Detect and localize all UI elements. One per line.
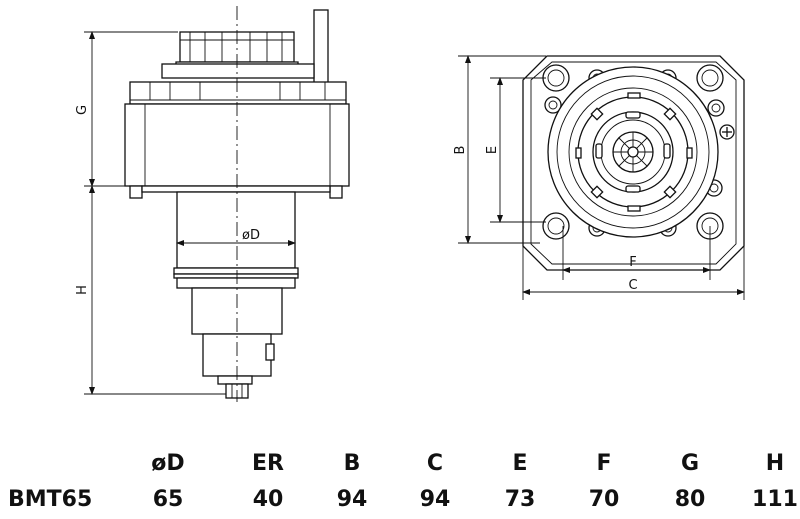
value-e: 73 (505, 487, 536, 512)
table-row: BMT65 65 40 94 94 73 70 80 111 (8, 487, 798, 512)
model-name: BMT65 (8, 487, 92, 512)
collet (592, 111, 674, 193)
label-c: C (628, 278, 637, 293)
value-er: 40 (253, 487, 284, 512)
value-g: 80 (675, 487, 706, 512)
label-od: øD (242, 228, 260, 243)
label-f: F (629, 255, 636, 270)
dim-b: B (453, 55, 546, 244)
dim-g: G (75, 31, 178, 187)
value-od: 65 (153, 487, 184, 512)
shank-body (173, 191, 299, 289)
dim-e: E (485, 77, 546, 223)
value-f: 70 (589, 487, 620, 512)
bolt-holes (542, 64, 724, 240)
dim-h: H (75, 185, 226, 395)
value-c: 94 (420, 487, 451, 512)
locking-pin (313, 9, 329, 87)
value-h: 111 (752, 487, 798, 512)
spec-table: øD ER B C E F G H BMT65 65 40 94 94 73 7… (8, 451, 798, 512)
header-er: ER (252, 451, 284, 476)
dim-f: F (562, 226, 711, 280)
drive-end (202, 333, 275, 399)
dim-c: C (522, 246, 745, 300)
header-e: E (512, 451, 527, 476)
header-g: G (681, 451, 699, 476)
label-b: B (453, 146, 468, 155)
table-header-row: øD ER B C E F G H (151, 451, 784, 476)
header-f: F (596, 451, 611, 476)
label-e: E (485, 146, 500, 154)
header-h: H (766, 451, 784, 476)
value-b: 94 (337, 487, 368, 512)
top-view: B E F C (453, 55, 745, 300)
side-view: G H øD (75, 6, 350, 402)
header-c: C (427, 451, 443, 476)
label-g: G (75, 105, 90, 115)
header-od: øD (151, 451, 184, 476)
dim-od: øD (176, 228, 296, 246)
header-b: B (344, 451, 361, 476)
upper-collar (161, 63, 315, 79)
upper-body (129, 81, 347, 105)
screw-head (719, 124, 735, 140)
label-h: H (75, 285, 90, 295)
